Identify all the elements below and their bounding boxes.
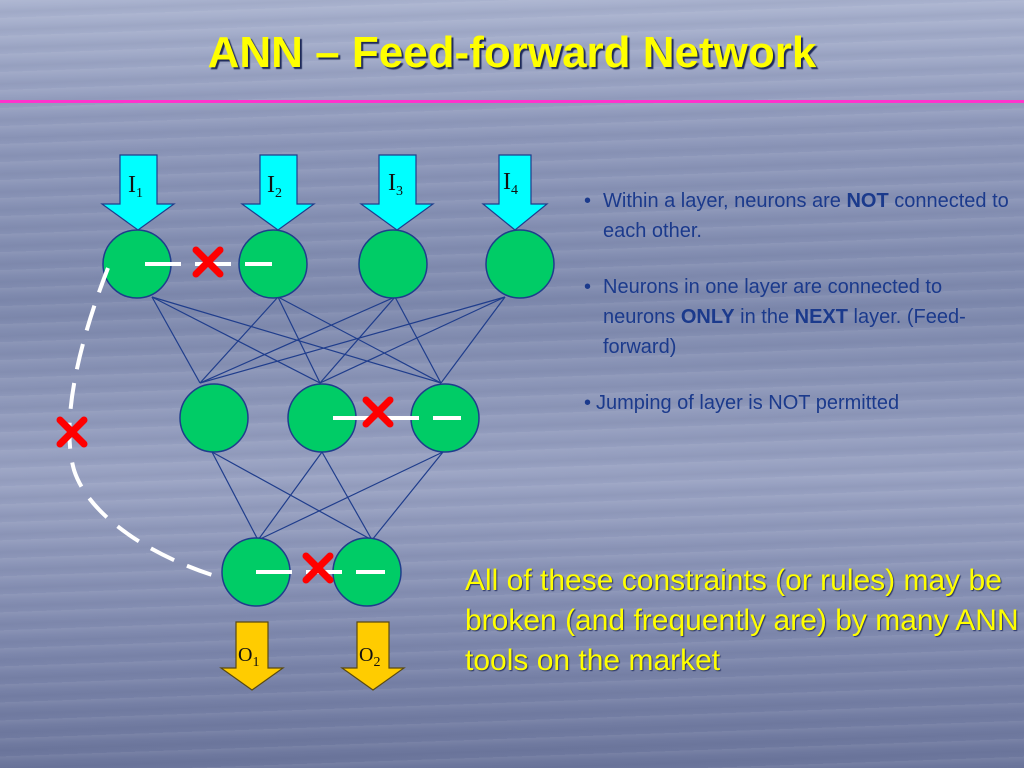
output-label-2: O2 (359, 644, 380, 670)
input-arrow-2 (240, 154, 316, 231)
cross-mark-icon (56, 416, 88, 448)
cross-mark-icon (302, 552, 334, 584)
connections-layer2 (211, 451, 444, 541)
forbidden-skip-link (67, 267, 223, 580)
bullet-list: • Within a layer, neurons are NOT connec… (578, 186, 1018, 444)
input-label-4: I4 (503, 169, 518, 198)
bullet-item: • Jumping of layer is NOT permitted (584, 392, 900, 414)
connections-layer1 (151, 296, 506, 384)
input-arrow-4 (481, 154, 549, 231)
input-label-2: I2 (267, 172, 282, 201)
input-arrow-3 (359, 154, 435, 231)
cross-mark-icon (192, 246, 224, 278)
title-divider (0, 100, 1024, 103)
output-arrow-1 (219, 621, 285, 691)
neuron-input-4 (485, 229, 555, 299)
neuron-hidden-1 (179, 383, 249, 453)
bullet-item: • Neurons in one layer are connected to … (584, 276, 966, 358)
neuron-input-3 (358, 229, 428, 299)
bullet-item: • Within a layer, neurons are NOT connec… (584, 190, 1009, 242)
input-label-1: I1 (128, 172, 143, 201)
input-label-3: I3 (388, 170, 403, 199)
output-label-1: O1 (238, 644, 259, 670)
output-arrow-2 (340, 621, 406, 691)
cross-mark-icon (362, 396, 394, 428)
constraints-note: All of these constraints (or rules) may … (465, 564, 1019, 677)
slide-title: ANN – Feed-forward Network (207, 28, 817, 77)
input-arrow-1 (100, 154, 176, 231)
neuron-input-2 (238, 229, 308, 299)
